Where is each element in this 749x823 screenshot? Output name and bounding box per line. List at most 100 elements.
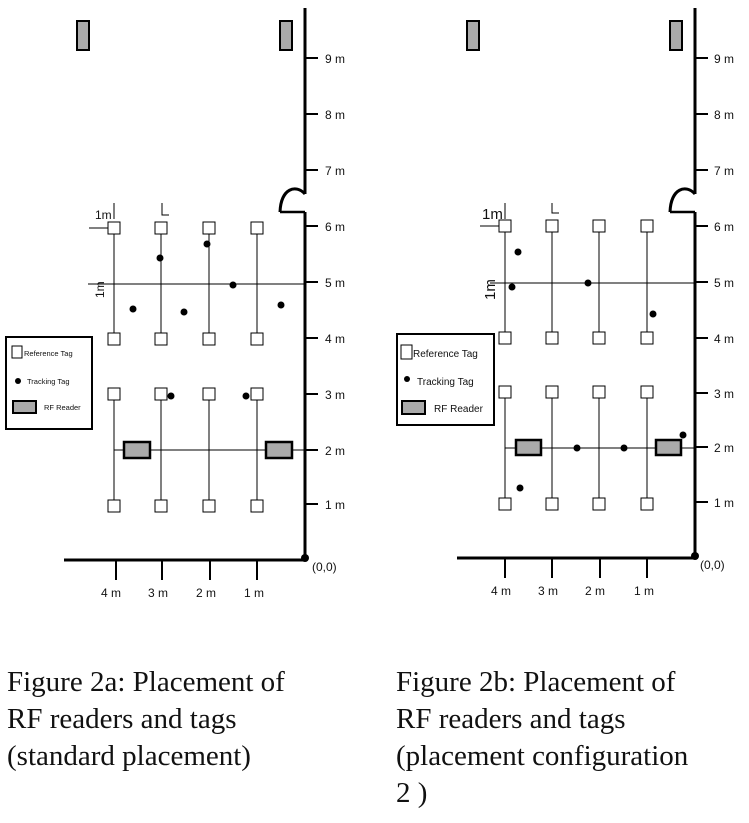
ceiling-reader	[669, 20, 683, 51]
reference-tag	[498, 219, 512, 233]
tracking-tag	[167, 392, 175, 400]
upper-tag-grid	[490, 226, 695, 338]
rf-reader	[122, 440, 152, 460]
y-tick-label: 6 m	[325, 220, 345, 234]
legend-tracking-label: Tracking Tag	[417, 377, 474, 388]
dimension-tick	[161, 203, 169, 216]
tracking-tag	[277, 301, 285, 309]
reference-tag	[202, 499, 216, 513]
reference-tag	[250, 332, 264, 346]
tracking-tag	[156, 254, 164, 262]
reference-tag	[107, 387, 121, 401]
reference-tag	[202, 387, 216, 401]
y-tick-label: 8 m	[325, 108, 345, 122]
reference-tag	[545, 497, 559, 511]
reference-tag	[498, 385, 512, 399]
y-tick-label: 1 m	[714, 496, 734, 510]
reference-tag	[250, 387, 264, 401]
reference-tag	[107, 499, 121, 513]
x-tick-label: 4 m	[101, 586, 121, 600]
dimension-label-v: 1m	[482, 279, 499, 300]
x-tick-label: 2 m	[585, 584, 605, 598]
reference-tag	[250, 221, 264, 235]
x-tick-label: 1 m	[244, 586, 264, 600]
figure-2a-caption: Figure 2a: Placement of RF readers and t…	[7, 666, 285, 772]
y-tick-label: 4 m	[325, 332, 345, 346]
dimension-markers: 1m 1m	[480, 203, 559, 300]
reference-tag	[154, 387, 168, 401]
tracking-tag	[679, 431, 687, 439]
reference-tag	[154, 499, 168, 513]
tracking-tag	[516, 484, 524, 492]
reference-tag	[592, 331, 606, 345]
reference-tag	[545, 331, 559, 345]
dimension-label-h: 1m	[482, 206, 503, 223]
rf-reader	[514, 438, 543, 457]
origin-label: (0,0)	[700, 558, 725, 572]
rf-reader	[264, 440, 294, 460]
reference-tag	[640, 331, 654, 345]
x-tick-label: 3 m	[538, 584, 558, 598]
x-axis: 4 m 3 m 2 m 1 m	[491, 558, 654, 598]
legend-reference-swatch	[11, 345, 23, 359]
tracking-tag	[508, 283, 516, 291]
dimension-tick	[551, 203, 559, 214]
y-tick-label: 5 m	[325, 276, 345, 290]
y-tick-label: 1 m	[325, 498, 345, 512]
tracking-tag	[584, 279, 592, 287]
reference-tag	[202, 332, 216, 346]
legend-reader-swatch	[401, 400, 426, 415]
tracking-tag	[242, 392, 250, 400]
legend: Reference Tag Tracking Tag RF Reader	[5, 336, 93, 430]
reference-tag	[107, 332, 121, 346]
legend-tracking-label: Tracking Tag	[27, 377, 70, 386]
reference-tag	[107, 221, 121, 235]
y-tick-label: 3 m	[714, 387, 734, 401]
reference-tag	[592, 385, 606, 399]
legend-reference-label: Reference Tag	[24, 349, 73, 358]
tracking-tag	[129, 305, 137, 313]
reference-tag	[154, 332, 168, 346]
legend-tracking-swatch	[404, 376, 410, 382]
y-axis: 9 m 8 m 7 m 6 m 5 m 4 m 3 m 2 m 1 m	[695, 52, 734, 510]
figure-2a: (0,0) 9 m 8 m 7 m 6 m 5 m 4 m 3 m 2 m 1 …	[5, 8, 345, 600]
reference-tag	[545, 385, 559, 399]
legend-reader-label: RF Reader	[44, 403, 81, 412]
legend-reader-swatch	[12, 400, 37, 414]
door-arc	[278, 187, 307, 213]
tracking-tags	[508, 248, 687, 492]
reference-tag	[640, 219, 654, 233]
x-axis: 4 m 3 m 2 m 1 m	[101, 560, 264, 600]
reference-tag	[202, 221, 216, 235]
ceiling-reader	[279, 20, 293, 51]
reference-tag	[545, 219, 559, 233]
reference-tag	[592, 219, 606, 233]
figure-2b-caption: Figure 2b: Placement of RF readers and t…	[396, 666, 689, 809]
origin-dot	[691, 552, 699, 560]
tracking-tag	[180, 308, 188, 316]
y-axis: 9 m 8 m 7 m 6 m 5 m 4 m 3 m 2 m 1 m	[305, 52, 345, 512]
door-arc	[668, 187, 697, 213]
legend-reference-swatch	[400, 344, 413, 360]
y-tick-label: 7 m	[325, 164, 345, 178]
x-tick-label: 1 m	[634, 584, 654, 598]
tracking-tag	[649, 310, 657, 318]
tracking-tag	[203, 240, 211, 248]
y-tick-label: 9 m	[325, 52, 345, 66]
ceiling-reader	[466, 20, 480, 51]
y-tick-label: 4 m	[714, 332, 734, 346]
x-tick-label: 4 m	[491, 584, 511, 598]
y-tick-label: 5 m	[714, 276, 734, 290]
tracking-tags	[129, 240, 285, 400]
tracking-tag	[229, 281, 237, 289]
y-tick-label: 7 m	[714, 164, 734, 178]
x-tick-label: 2 m	[196, 586, 216, 600]
reference-tag	[250, 499, 264, 513]
legend: Reference Tag Tracking Tag RF Reader	[396, 333, 495, 426]
y-tick-label: 9 m	[714, 52, 734, 66]
dimension-label-h: 1m	[95, 208, 112, 222]
reference-tag	[640, 497, 654, 511]
rf-reader	[654, 438, 683, 457]
upper-tag-grid	[88, 228, 305, 340]
figure-2b: (0,0) 9 m 8 m 7 m 6 m 5 m 4 m 3 m 2 m 1 …	[396, 8, 734, 598]
